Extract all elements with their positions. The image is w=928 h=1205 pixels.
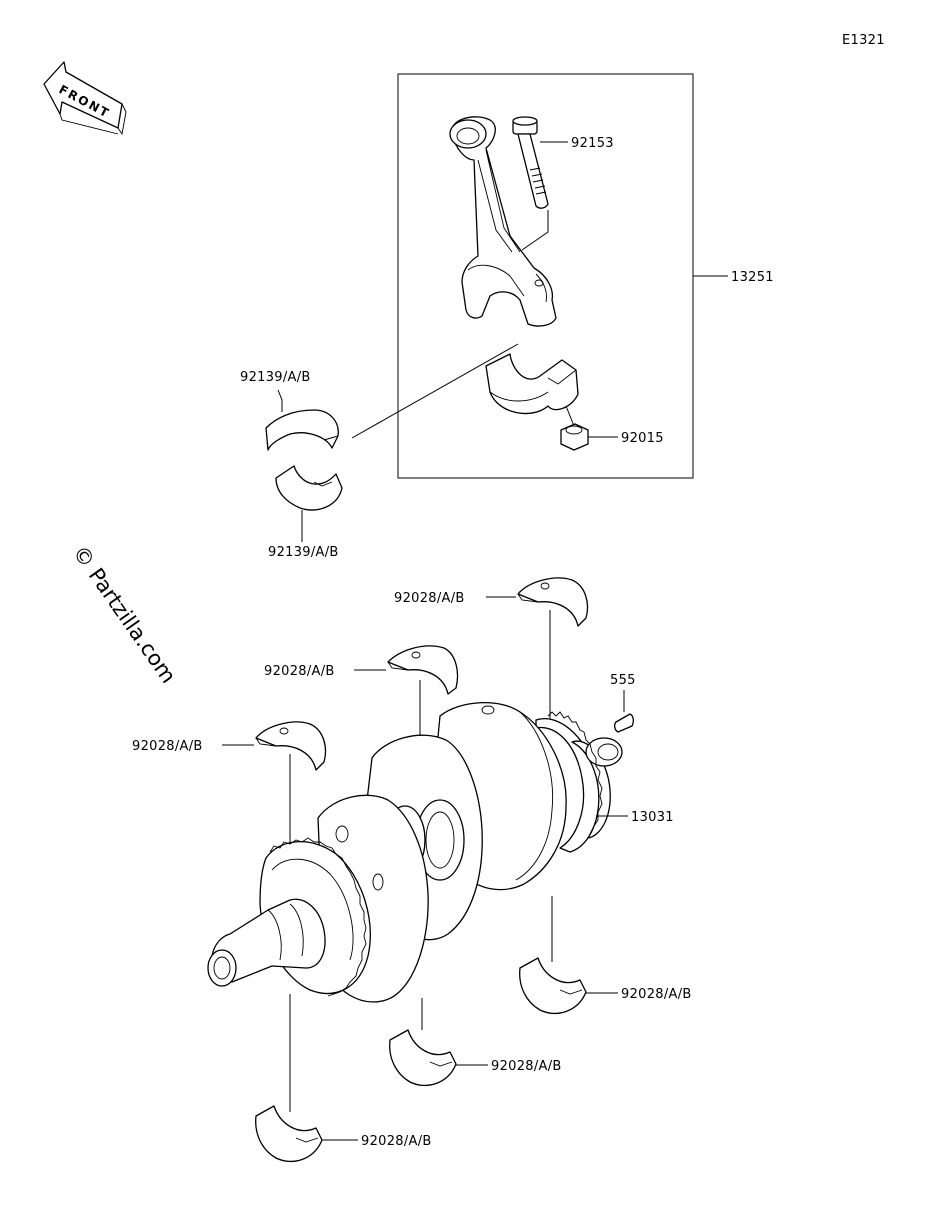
callout-92028-bottom-1: 92028/A/B bbox=[621, 987, 692, 1002]
main-bearing-bottom-1 bbox=[519, 896, 618, 1015]
diagram-code: E1321 bbox=[842, 33, 885, 48]
crankshaft-front-shaft bbox=[207, 898, 326, 987]
conrod-cap bbox=[485, 353, 579, 427]
callout-92139-lower: 92139/A/B bbox=[268, 545, 339, 560]
callout-13031: 13031 bbox=[631, 810, 674, 825]
crankshaft bbox=[207, 702, 623, 1003]
callout-92139-upper: 92139/A/B bbox=[240, 370, 311, 385]
main-bearing-top-1 bbox=[517, 577, 589, 722]
dowel-pin bbox=[614, 690, 634, 733]
conrod-bolt bbox=[512, 116, 549, 251]
callout-92028-top-3: 92028/A/B bbox=[132, 739, 203, 754]
front-arrow-icon: FRONT bbox=[43, 61, 127, 136]
callout-92153: 92153 bbox=[571, 136, 614, 151]
main-bearing-bottom-3 bbox=[255, 994, 358, 1163]
conrod-bearing-lower bbox=[275, 465, 343, 542]
callout-92028-bottom-3: 92028/A/B bbox=[361, 1134, 432, 1149]
conrod-nut bbox=[560, 423, 589, 451]
connecting-rod bbox=[449, 116, 557, 327]
callout-92028-top-2: 92028/A/B bbox=[264, 664, 335, 679]
leader-conrod-bearings bbox=[351, 343, 519, 439]
main-bearing-bottom-2 bbox=[389, 998, 488, 1087]
callout-92028-bottom-2: 92028/A/B bbox=[491, 1059, 562, 1074]
crankshaft-rear-gear bbox=[535, 711, 623, 853]
callout-13251: 13251 bbox=[731, 270, 774, 285]
callout-555: 555 bbox=[610, 673, 636, 688]
callout-92015: 92015 bbox=[621, 431, 664, 446]
conrod-bearing-upper bbox=[265, 389, 339, 451]
watermark: © Partzilla.com bbox=[68, 541, 181, 688]
callout-92028-top-1: 92028/A/B bbox=[394, 591, 465, 606]
conrod-assembly-box bbox=[397, 73, 694, 479]
